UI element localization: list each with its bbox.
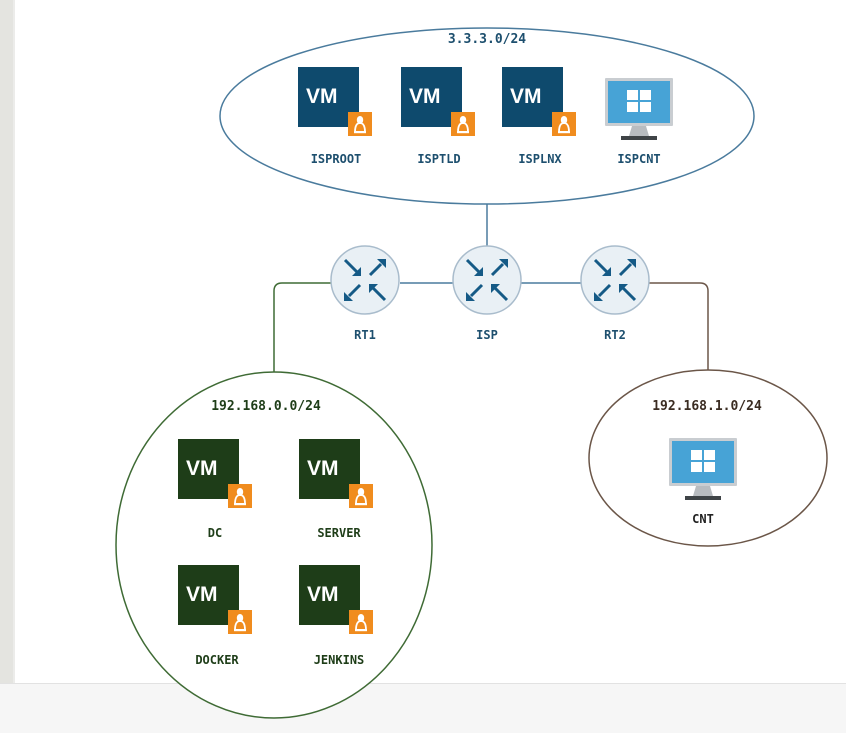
node-label-cnt: CNT [692,512,714,526]
vm-linux-icon: VM [178,565,253,635]
vm-linux-icon: VM [298,67,373,137]
vm-linux-icon: VM [178,439,253,509]
vm-badge-text: VM [307,457,339,480]
vm-linux-icon: VM [299,565,374,635]
network-lan-right-label: 192.168.1.0/24 [652,399,762,414]
node-label-docker: DOCKER [195,653,239,667]
vm-linux-icon: VM [401,67,476,137]
vm-linux-icon: VM [502,67,577,137]
network-lan-left-label: 192.168.0.0/24 [211,399,321,414]
node-label-isptld: ISPTLD [417,152,460,166]
vm-badge-text: VM [186,457,218,480]
router-icon-isp [451,244,523,316]
vm-badge-text: VM [409,85,441,108]
link-rt2-lan-right [649,282,709,370]
node-label-isproot: ISPROOT [311,152,362,166]
link-rt1-lan-left [273,282,331,372]
vm-badge-text: VM [510,85,542,108]
router-icon-rt2 [579,244,651,316]
vm-linux-icon: VM [299,439,374,509]
router-label-isp: ISP [476,328,498,342]
network-lan-left-ellipse [115,371,433,719]
node-label-isplnx: ISPLNX [518,152,562,166]
left-gutter [0,0,13,733]
network-isp-label: 3.3.3.0/24 [448,32,526,47]
router-label-rt1: RT1 [354,328,376,342]
node-label-dc: DC [208,526,222,540]
node-label-server: SERVER [317,526,361,540]
vm-badge-text: VM [307,583,339,606]
left-gutter-shadow [13,0,15,733]
bottom-band [0,683,846,733]
router-label-rt2: RT2 [604,328,626,342]
vm-badge-text: VM [186,583,218,606]
node-label-ispcnt: ISPCNT [617,152,660,166]
bottom-band-divider [0,683,846,684]
vm-badge-text: VM [306,85,338,108]
node-label-jenkins: JENKINS [314,653,365,667]
router-icon-rt1 [329,244,401,316]
